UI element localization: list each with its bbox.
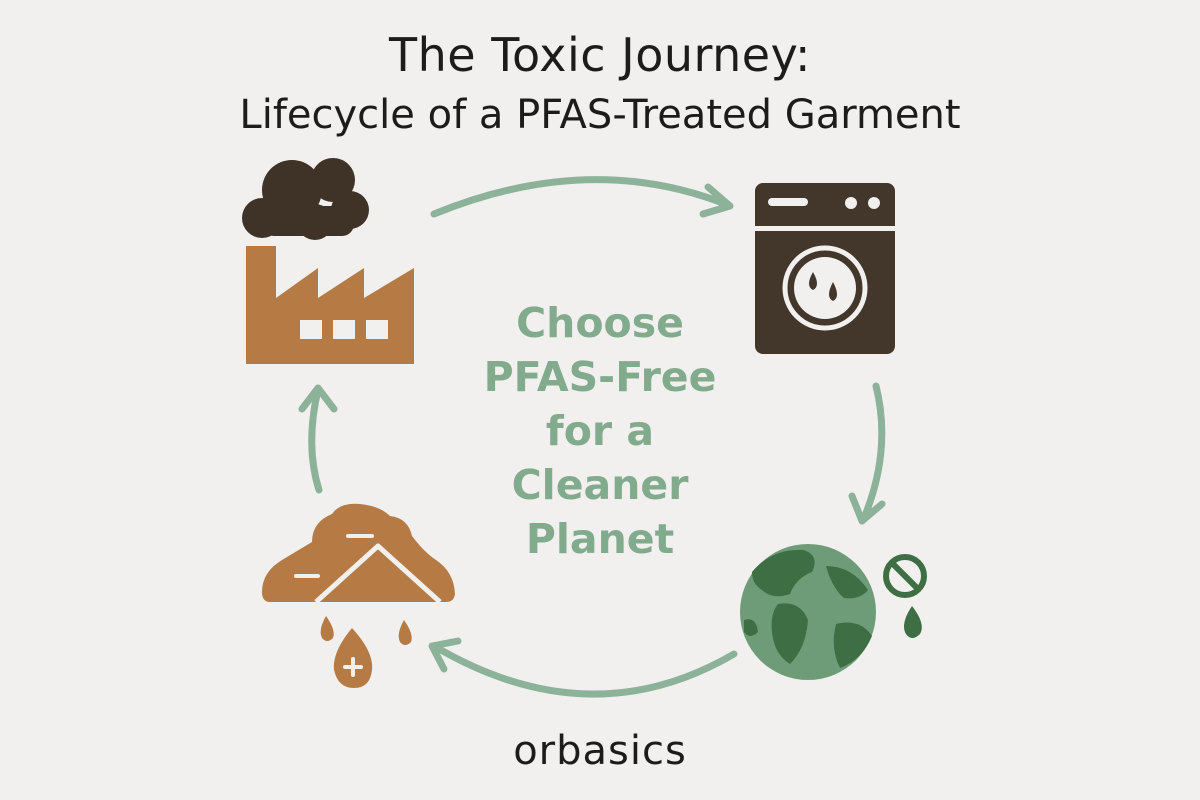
- center-message-line: PFAS-Free: [483, 353, 717, 401]
- brand-logo-text: orbasics: [513, 728, 687, 774]
- landfill-leaching-icon: [262, 503, 455, 688]
- center-message-line: Cleaner: [511, 461, 689, 509]
- diagram-title: The Toxic Journey:: [389, 28, 811, 82]
- arrow-environment-to-landfill: [428, 637, 738, 698]
- arrow-landfill-to-factory: [298, 384, 338, 494]
- center-message: Choose PFAS-Free for a Cleaner Planet: [430, 296, 770, 566]
- arrow-washing-to-environment: [848, 382, 886, 525]
- center-message-line: Planet: [525, 515, 675, 563]
- earth-contamination-icon: [740, 544, 932, 680]
- center-message-line: for a: [545, 407, 655, 455]
- washing-machine-icon: [755, 183, 895, 354]
- diagram-subtitle: Lifecycle of a PFAS-Treated Garment: [239, 92, 961, 138]
- arrow-factory-to-washing: [430, 176, 734, 218]
- cycle-arrows: [298, 176, 886, 698]
- center-message-line: Choose: [516, 299, 684, 347]
- factory-icon: [242, 158, 414, 364]
